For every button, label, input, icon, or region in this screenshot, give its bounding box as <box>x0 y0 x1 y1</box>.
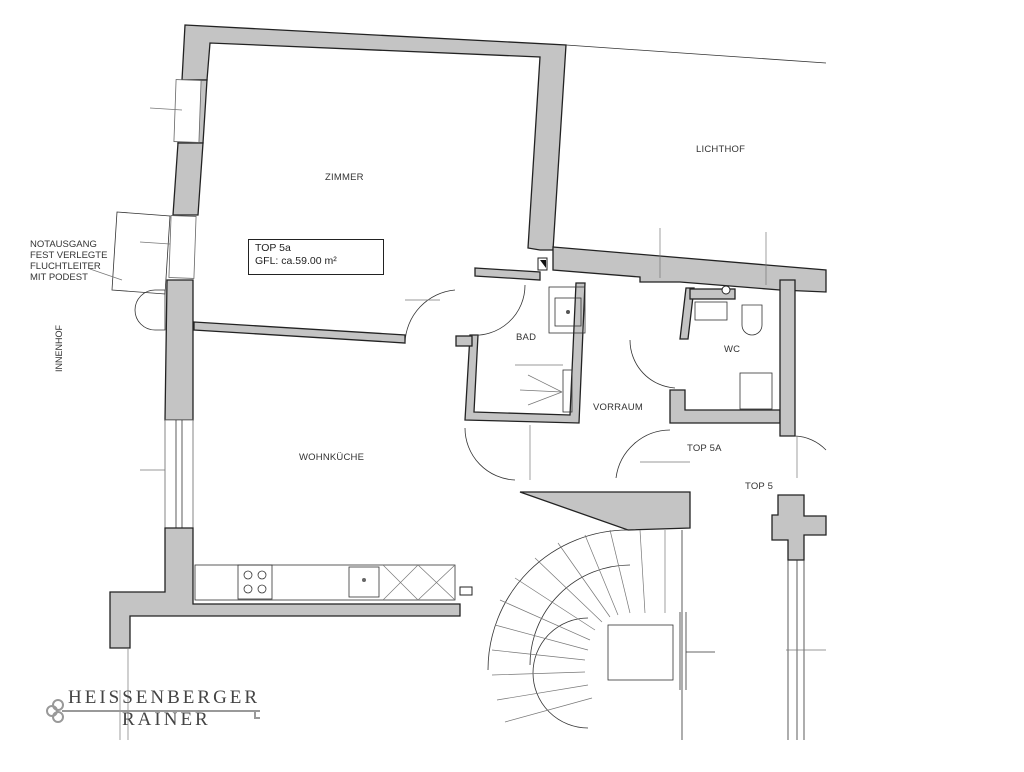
wc-basin <box>694 301 728 321</box>
wall-bad <box>474 267 541 281</box>
window-zimmer-1 <box>173 79 202 143</box>
kitchen-sink <box>348 566 380 598</box>
emergency-exit-note: NOTAUSGANG FEST VERLEGTE FLUCHTLEITER MI… <box>30 239 108 283</box>
wall-wc-south <box>669 389 781 424</box>
room-label-wc: WC <box>724 344 741 355</box>
kitchen-counter <box>194 564 456 601</box>
room-label-lichthof: LICHTHOF <box>696 144 746 155</box>
room-label-top5: TOP 5 <box>745 481 774 492</box>
stove <box>237 564 273 600</box>
door-jamb <box>455 335 473 347</box>
stair-outer <box>487 529 629 671</box>
wall-partition-zimmer <box>193 321 406 344</box>
wall-top5-pillar <box>771 494 827 561</box>
window-zimmer-2 <box>168 215 197 279</box>
stair-inner <box>532 617 589 729</box>
door-swing-top5 <box>794 435 827 451</box>
room-label-bad: BAD <box>516 332 537 343</box>
wall-wc-west <box>679 287 695 340</box>
company-logo: HEISSENBERGER RAINER <box>42 684 262 734</box>
courtyard-label: INNENHOF <box>54 325 64 372</box>
wall-west-middle <box>164 279 194 421</box>
room-label-zimmer: ZIMMER <box>325 172 364 183</box>
washbasin <box>548 286 586 334</box>
room-label-vorraum: VORRAUM <box>593 402 643 413</box>
door-swing-wc <box>629 339 676 389</box>
door-swing-zimmer <box>404 289 456 344</box>
door-swing-vorraum <box>464 427 516 481</box>
key-icon <box>46 699 260 723</box>
wall-wc-east <box>779 279 796 437</box>
wall-lichthof-south <box>552 246 827 293</box>
kitchen-cabinets <box>382 564 456 601</box>
unit-area: GFL: ca.59.00 m² <box>255 255 337 267</box>
logo-line1: HEISSENBERGER <box>68 687 261 708</box>
water-heater <box>739 372 773 410</box>
door-swing-entry <box>615 429 671 479</box>
emergency-platform <box>111 211 171 295</box>
room-label-top5a: TOP 5A <box>687 443 722 454</box>
wall-zimmer-north <box>181 24 567 251</box>
shower <box>562 369 573 413</box>
room-label-wohnkueche: WOHNKÜCHE <box>299 452 365 463</box>
logo-line2: RAINER <box>122 709 211 730</box>
emergency-podest <box>134 289 166 331</box>
wall-southwest <box>109 527 461 649</box>
door-swing-bad <box>469 284 526 336</box>
wall-bad-enclosure <box>464 282 586 424</box>
lichthof-outline <box>565 44 827 64</box>
elevator <box>607 624 674 681</box>
toilet <box>741 304 763 336</box>
wall-west-pier <box>172 142 204 216</box>
wall-staircase <box>519 491 691 531</box>
unit-name: TOP 5a <box>255 242 291 254</box>
unit-info-box: TOP 5a GFL: ca.59.00 m² <box>248 239 384 275</box>
window-wohnkueche <box>164 419 194 529</box>
